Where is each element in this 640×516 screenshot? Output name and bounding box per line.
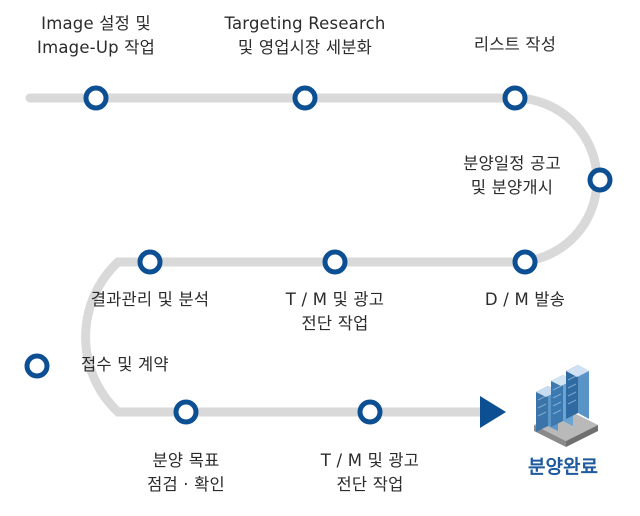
- flow-track: [25, 93, 602, 417]
- arrow-head-icon: [480, 396, 506, 428]
- node-5: [512, 249, 538, 275]
- node-8: [24, 353, 50, 379]
- node-1: [83, 85, 109, 111]
- node-4: [587, 167, 613, 193]
- step-label-5: D / M 발송: [484, 290, 566, 309]
- node-9: [173, 399, 199, 425]
- node-6: [322, 249, 348, 275]
- node-7: [137, 249, 163, 275]
- node-3: [502, 85, 528, 111]
- step-label-8: 접수 및 계약: [81, 355, 169, 374]
- buildings-icon: [534, 365, 598, 447]
- node-2: [292, 85, 318, 111]
- final-label: 분양완료: [528, 456, 598, 478]
- node-10: [357, 399, 383, 425]
- step-label-3: 리스트 작성: [473, 35, 557, 54]
- step-label-7: 결과관리 및 분석: [90, 290, 210, 309]
